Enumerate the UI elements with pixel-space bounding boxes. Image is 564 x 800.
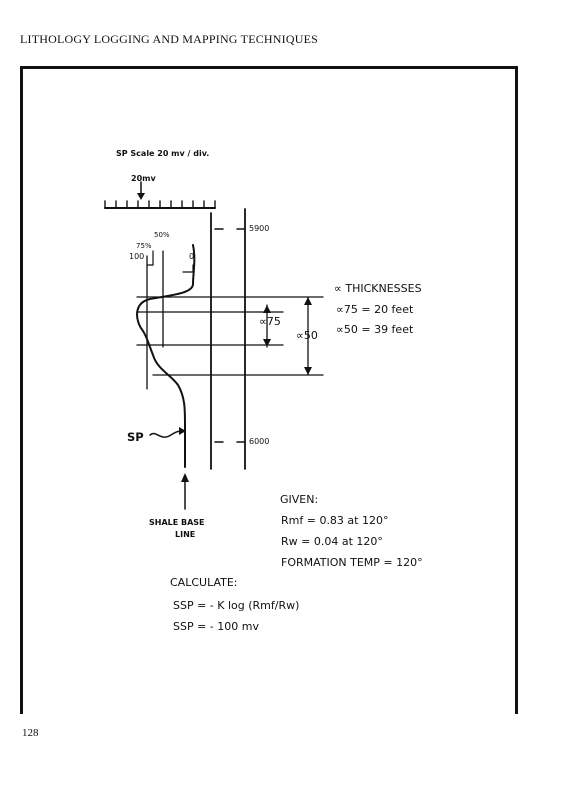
value-100-label: 100 [129,252,145,261]
figure-frame: SP Scale 20 mv / div. 20mv 50% 75% 100 0… [20,66,518,714]
scale-ticks [104,200,216,209]
given-title: GIVEN: [280,493,319,506]
sp-pointer [149,430,182,438]
scale-value-label: 20mv [131,174,156,183]
alpha75-marker-label: ∝75 [259,315,281,328]
sp-curve [136,244,196,468]
sp-log-diagram [104,181,324,510]
shale-base-label-line2: LINE [175,530,196,539]
pct-50-label: 50% [154,231,170,239]
pct-75-label: 75% [136,242,152,250]
value-0-label: 0 [189,252,195,261]
given-rmf: Rmf = 0.83 at 120° [281,514,389,527]
shale-base-label: SHALE BASE [149,518,205,527]
given-formation-temp: FORMATION TEMP = 120° [281,556,423,569]
thicknesses-title: ∝ THICKNESSES [334,282,422,295]
running-head: LITHOLOGY LOGGING AND MAPPING TECHNIQUES [20,32,318,46]
depth-6000-label: 6000 [249,437,270,446]
sp-label: SP [127,430,144,444]
calculate-title: CALCULATE: [170,576,238,589]
depth-5900-label: 5900 [249,224,270,233]
page-number: 128 [22,727,39,739]
calculate-equation-1: SSP = - K log (Rmf/Rw) [173,599,300,612]
thickness-alpha50: ∝50 = 39 feet [336,323,414,336]
calculate-equation-2: SSP = - 100 mv [173,620,259,633]
given-rw: Rw = 0.04 at 120° [281,535,383,548]
thickness-alpha75: ∝75 = 20 feet [336,303,414,316]
sp-scale-label: SP Scale 20 mv / div. [116,149,210,158]
alpha50-marker-label: ∝50 [296,329,318,342]
